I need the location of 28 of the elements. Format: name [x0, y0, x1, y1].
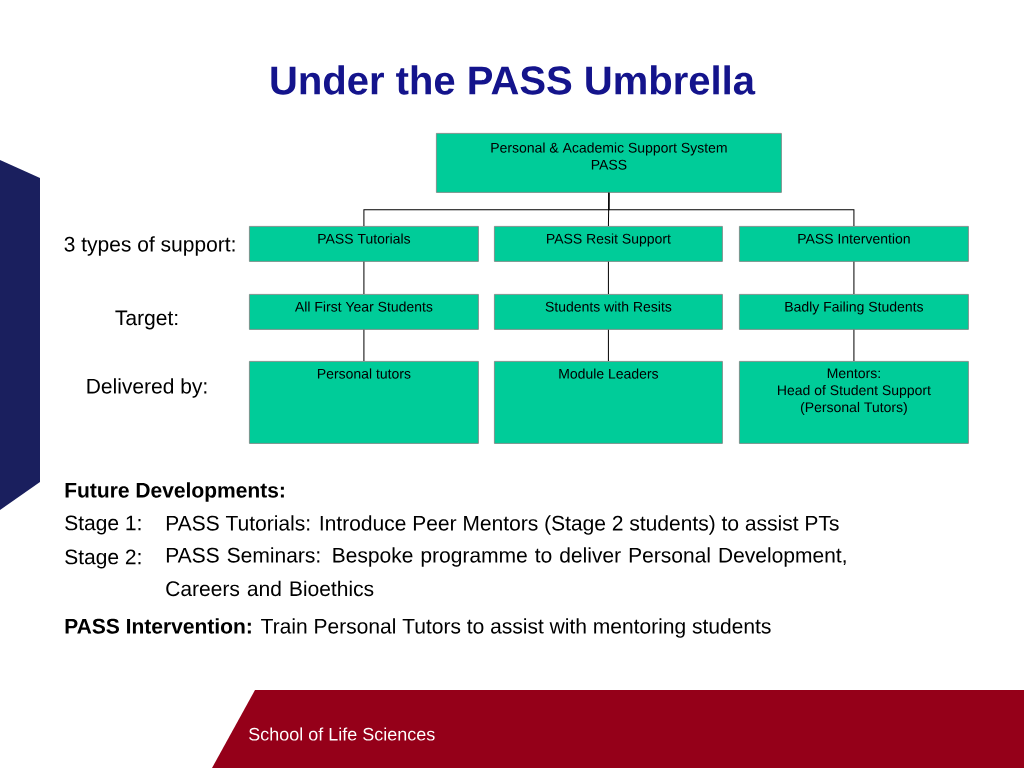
org-box: Module Leaders [494, 361, 723, 444]
connector-line [607, 329, 609, 362]
note-text: PASS Tutorials: Introduce Peer Mentors (Stage 2 students) to assist PTs [166, 515, 839, 535]
footer-text: School of Life Sciences [249, 727, 435, 741]
title: Under the PASS Umbrella [271, 65, 756, 95]
connector-line [608, 192, 855, 227]
org-box: Mentors: Head of Student Support (Personal Tutors) [739, 361, 969, 444]
connector-line [607, 261, 609, 295]
note-text: PASS Seminars: Bespoke programme to deliver Personal Development, Careers and Bioethics [166, 547, 846, 597]
connector-line [363, 329, 365, 362]
org-box: Students with Resits [494, 294, 723, 330]
org-box: PASS Tutorials [249, 226, 479, 262]
row-label: Delivered by: [87, 378, 207, 398]
row-label: 3 types of support: [64, 236, 235, 256]
heading: Future Developments: [65, 482, 284, 502]
connector-line [853, 329, 855, 362]
row-label: Target: [115, 310, 178, 330]
org-box: Personal tutors [249, 361, 479, 444]
connector-line [363, 261, 365, 295]
org-box: Personal & Academic Support System PASS [436, 133, 782, 193]
org-box: PASS Resit Support [494, 226, 723, 262]
connector-line [853, 261, 855, 295]
org-box: Badly Failing Students [739, 294, 969, 330]
org-box: PASS Intervention [739, 226, 969, 262]
stage-label: Stage 1: [65, 515, 141, 535]
note-text: PASS Intervention: Train Personal Tutors to assist with mentoring students [65, 618, 771, 638]
org-box: All First Year Students [249, 294, 479, 330]
stage-label: Stage 2: [65, 549, 141, 569]
